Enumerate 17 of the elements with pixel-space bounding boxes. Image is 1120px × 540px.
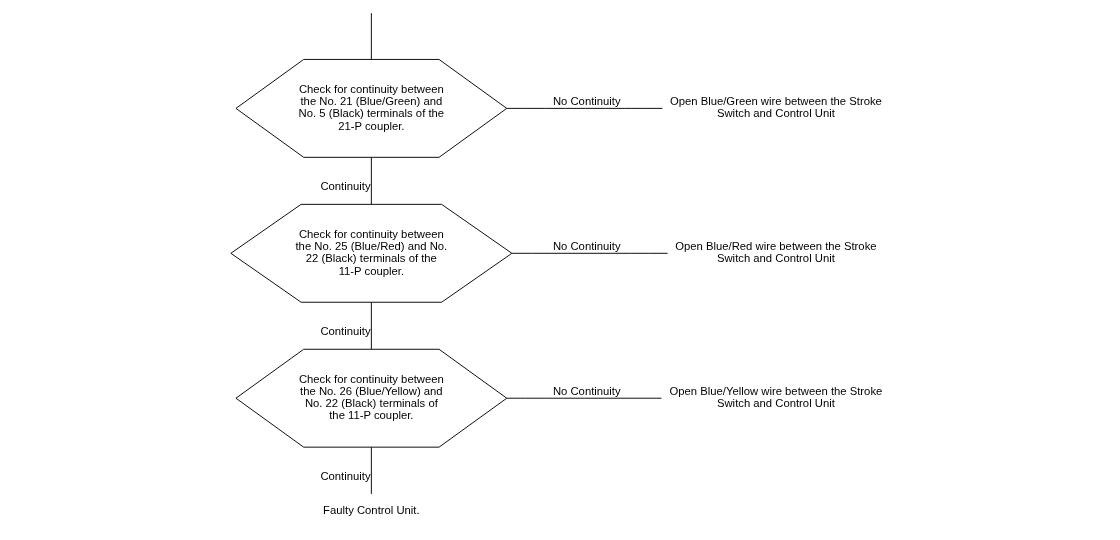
connector — [370, 446, 372, 495]
edge-label: No Continuity — [552, 240, 621, 253]
edge-label: Continuity — [319, 324, 371, 337]
connector — [370, 157, 372, 205]
edge-label: Continuity — [319, 469, 371, 482]
node-text: Faulty Control Unit. — [322, 504, 420, 517]
connector — [370, 12, 372, 60]
connector — [505, 397, 662, 399]
node-text: Open Blue/Yellow wire between the Stroke Switch and Control Unit — [669, 385, 882, 410]
edge-label: Continuity — [319, 179, 371, 192]
connector — [505, 107, 663, 109]
connector — [511, 252, 668, 254]
edge-label: No Continuity — [552, 95, 621, 108]
node-text: Open Blue/Red wire between the Stroke Switch and Control Unit — [674, 240, 877, 265]
connector — [370, 301, 372, 350]
edge-label: No Continuity — [552, 385, 621, 398]
node-text: Open Blue/Green wire between the Stroke Switch and Control Unit — [669, 95, 882, 120]
